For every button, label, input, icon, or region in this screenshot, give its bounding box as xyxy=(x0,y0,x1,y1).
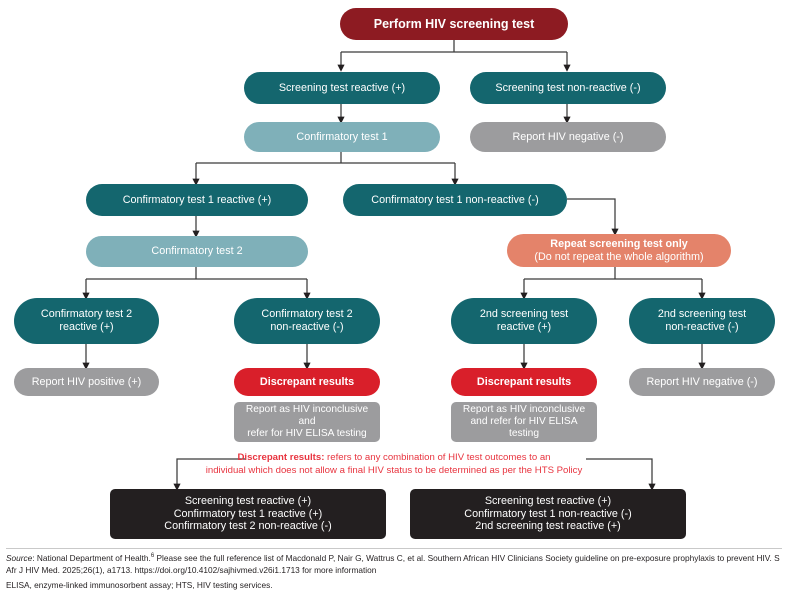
node-label-line-1: Screening test reactive (+) xyxy=(484,494,612,507)
footer-source-text: : National Department of Health. xyxy=(32,552,151,563)
node-confirmatory-test-1-non-reactive[interactable]: Confirmatory test 1 non-reactive (-) xyxy=(343,184,567,216)
node-perform-hiv-screening-test[interactable]: Perform HIV screening test xyxy=(340,8,568,40)
footer-source-label: Source xyxy=(6,552,33,563)
node-label: Report HIV negative (-) xyxy=(512,130,624,143)
node-label-line-1: Report as HIV inconclusive xyxy=(462,403,586,415)
node-confirmatory-test-2-non-reactive[interactable]: Confirmatory test 2 non-reactive (-) xyxy=(234,298,380,344)
node-2nd-screening-test-non-reactive[interactable]: 2nd screening test non-reactive (-) xyxy=(629,298,775,344)
node-label-line-1: 2nd screening test xyxy=(657,308,747,321)
note-bold-lead: Discrepant results: xyxy=(237,452,325,463)
node-label-line-1: Confirmatory test 2 xyxy=(261,308,353,321)
node-confirmatory-test-2[interactable]: Confirmatory test 2 xyxy=(86,236,308,267)
node-report-hiv-negative-right[interactable]: Report HIV negative (-) xyxy=(470,122,666,152)
node-label-line-2: Confirmatory test 1 reactive (+) xyxy=(173,507,323,520)
node-label-line-3: 2nd screening test reactive (+) xyxy=(475,520,621,533)
node-report-inconclusive-left[interactable]: Report as HIV inconclusive and refer for… xyxy=(234,402,380,442)
node-label: Perform HIV screening test xyxy=(373,16,535,31)
node-screening-test-reactive[interactable]: Screening test reactive (+) xyxy=(244,72,440,104)
footer-source-ref: 6 xyxy=(150,553,155,559)
node-report-hiv-negative-far-right[interactable]: Report HIV negative (-) xyxy=(629,368,775,396)
node-outcome-combination-right[interactable]: Screening test reactive (+) Confirmatory… xyxy=(410,489,686,539)
node-outcome-combination-left[interactable]: Screening test reactive (+) Confirmatory… xyxy=(110,489,386,539)
node-label-line-2: (Do not repeat the whole algorithm) xyxy=(534,250,704,263)
node-label-line-1: Confirmatory test 2 xyxy=(40,308,133,321)
node-confirmatory-test-2-reactive[interactable]: Confirmatory test 2 reactive (+) xyxy=(14,298,159,344)
node-label: Discrepant results xyxy=(259,375,355,388)
node-label-line-1: Repeat screening test only xyxy=(550,237,688,250)
node-report-hiv-positive[interactable]: Report HIV positive (+) xyxy=(14,368,159,396)
node-label-line-2: refer for HIV ELISA testing xyxy=(247,428,367,440)
node-label-line-2: non-reactive (-) xyxy=(665,321,739,333)
node-label: Confirmatory test 1 non-reactive (-) xyxy=(371,193,539,206)
footer-abbreviations: ELISA, enzyme-linked immunosorbent assay… xyxy=(6,580,273,591)
note-line-1-rest: refers to any combination of HIV test ou… xyxy=(324,452,551,463)
note-line-2: individual which does not allow a final … xyxy=(205,464,583,476)
node-discrepant-results-right[interactable]: Discrepant results xyxy=(451,368,597,396)
node-label: Confirmatory test 2 xyxy=(151,245,243,258)
discrepant-results-note: Discrepant results: refers to any combin… xyxy=(160,452,628,478)
node-label: Screening test non-reactive (-) xyxy=(495,81,641,94)
node-label: Report HIV negative (-) xyxy=(646,375,758,388)
node-label: Report HIV positive (+) xyxy=(31,375,142,388)
node-label-line-2: and refer for HIV ELISA testing xyxy=(470,415,578,440)
node-screening-test-non-reactive[interactable]: Screening test non-reactive (-) xyxy=(470,72,666,104)
node-label-line-2: non-reactive (-) xyxy=(270,321,344,333)
node-label-line-3: Confirmatory test 2 non-reactive (-) xyxy=(164,520,332,533)
node-confirmatory-test-1[interactable]: Confirmatory test 1 xyxy=(244,122,440,152)
footer-source-rest: Please see the full reference list of Ma… xyxy=(6,552,780,575)
node-confirmatory-test-1-reactive[interactable]: Confirmatory test 1 reactive (+) xyxy=(86,184,308,216)
node-label: Confirmatory test 1 xyxy=(296,130,388,143)
node-label-line-1: Screening test reactive (+) xyxy=(184,494,312,507)
footer-source-note: Source: National Department of Health.6 … xyxy=(6,552,782,592)
node-2nd-screening-test-reactive[interactable]: 2nd screening test reactive (+) xyxy=(451,298,597,344)
node-label-line-2: reactive (+) xyxy=(496,321,552,333)
node-label: Discrepant results xyxy=(476,375,572,388)
node-label: Confirmatory test 1 reactive (+) xyxy=(122,193,272,206)
node-repeat-screening-test-only[interactable]: Repeat screening test only (Do not repea… xyxy=(507,234,731,267)
node-report-inconclusive-right[interactable]: Report as HIV inconclusive and refer for… xyxy=(451,402,597,442)
node-label-line-1: Report as HIV inconclusive and xyxy=(245,403,369,427)
node-label-line-2: Confirmatory test 1 non-reactive (-) xyxy=(464,507,632,520)
node-label-line-1: 2nd screening test xyxy=(479,308,569,321)
node-discrepant-results-left[interactable]: Discrepant results xyxy=(234,368,380,396)
footer-divider xyxy=(6,548,782,549)
node-label: Screening test reactive (+) xyxy=(278,81,406,94)
node-label-line-2: reactive (+) xyxy=(59,321,114,333)
